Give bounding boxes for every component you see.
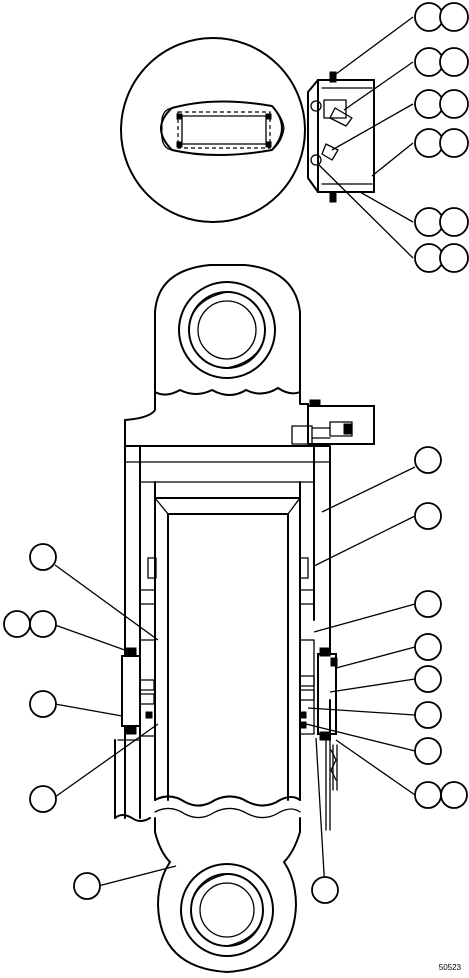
callout-balloon — [440, 781, 468, 809]
callout-balloon — [414, 701, 442, 729]
detail-view — [120, 37, 375, 223]
detail-circle — [120, 37, 306, 223]
right-gland — [299, 639, 338, 831]
callout-balloon — [414, 2, 444, 32]
callout-balloon — [414, 446, 442, 474]
callout-balloon — [414, 665, 442, 693]
callout-balloon — [439, 207, 469, 237]
callouts — [3, 2, 469, 904]
callout-balloon — [29, 543, 57, 571]
callout-balloon — [414, 47, 444, 77]
clamp-block — [291, 399, 375, 445]
callout-balloon — [311, 876, 339, 904]
bottom-eye-bore — [190, 873, 264, 947]
callout-balloon — [414, 128, 444, 158]
callout-balloon — [414, 737, 442, 765]
bottom-rod-eye — [154, 817, 301, 973]
callout-balloon — [439, 89, 469, 119]
callout-balloon — [29, 690, 57, 718]
callout-balloon — [414, 502, 442, 530]
top-eye-bore-outer — [178, 281, 276, 379]
callout-balloon — [3, 610, 31, 638]
top-rod-eye — [154, 264, 301, 396]
callout-balloon — [439, 47, 469, 77]
callout-balloon — [414, 781, 442, 809]
cylinder-assembly — [114, 264, 375, 973]
callout-balloon — [439, 128, 469, 158]
callout-balloon — [414, 633, 442, 661]
piston-rod — [154, 481, 301, 801]
left-gland — [117, 639, 156, 741]
callout-balloon — [439, 243, 469, 273]
callout-balloon — [439, 2, 469, 32]
callout-balloon — [414, 207, 444, 237]
callout-balloon — [29, 785, 57, 813]
callout-balloon — [29, 610, 57, 638]
figure-id-label: 50523 — [438, 963, 461, 972]
rod-break-line — [154, 795, 301, 807]
callout-balloon — [414, 590, 442, 618]
detail-clamp-block — [317, 79, 375, 193]
leader-lines — [54, 16, 416, 891]
callout-balloon — [414, 89, 444, 119]
callout-balloon — [414, 243, 444, 273]
callout-balloon — [73, 872, 101, 900]
detail-bushing — [177, 111, 271, 149]
bottom-eye-bore-outer — [180, 863, 274, 957]
